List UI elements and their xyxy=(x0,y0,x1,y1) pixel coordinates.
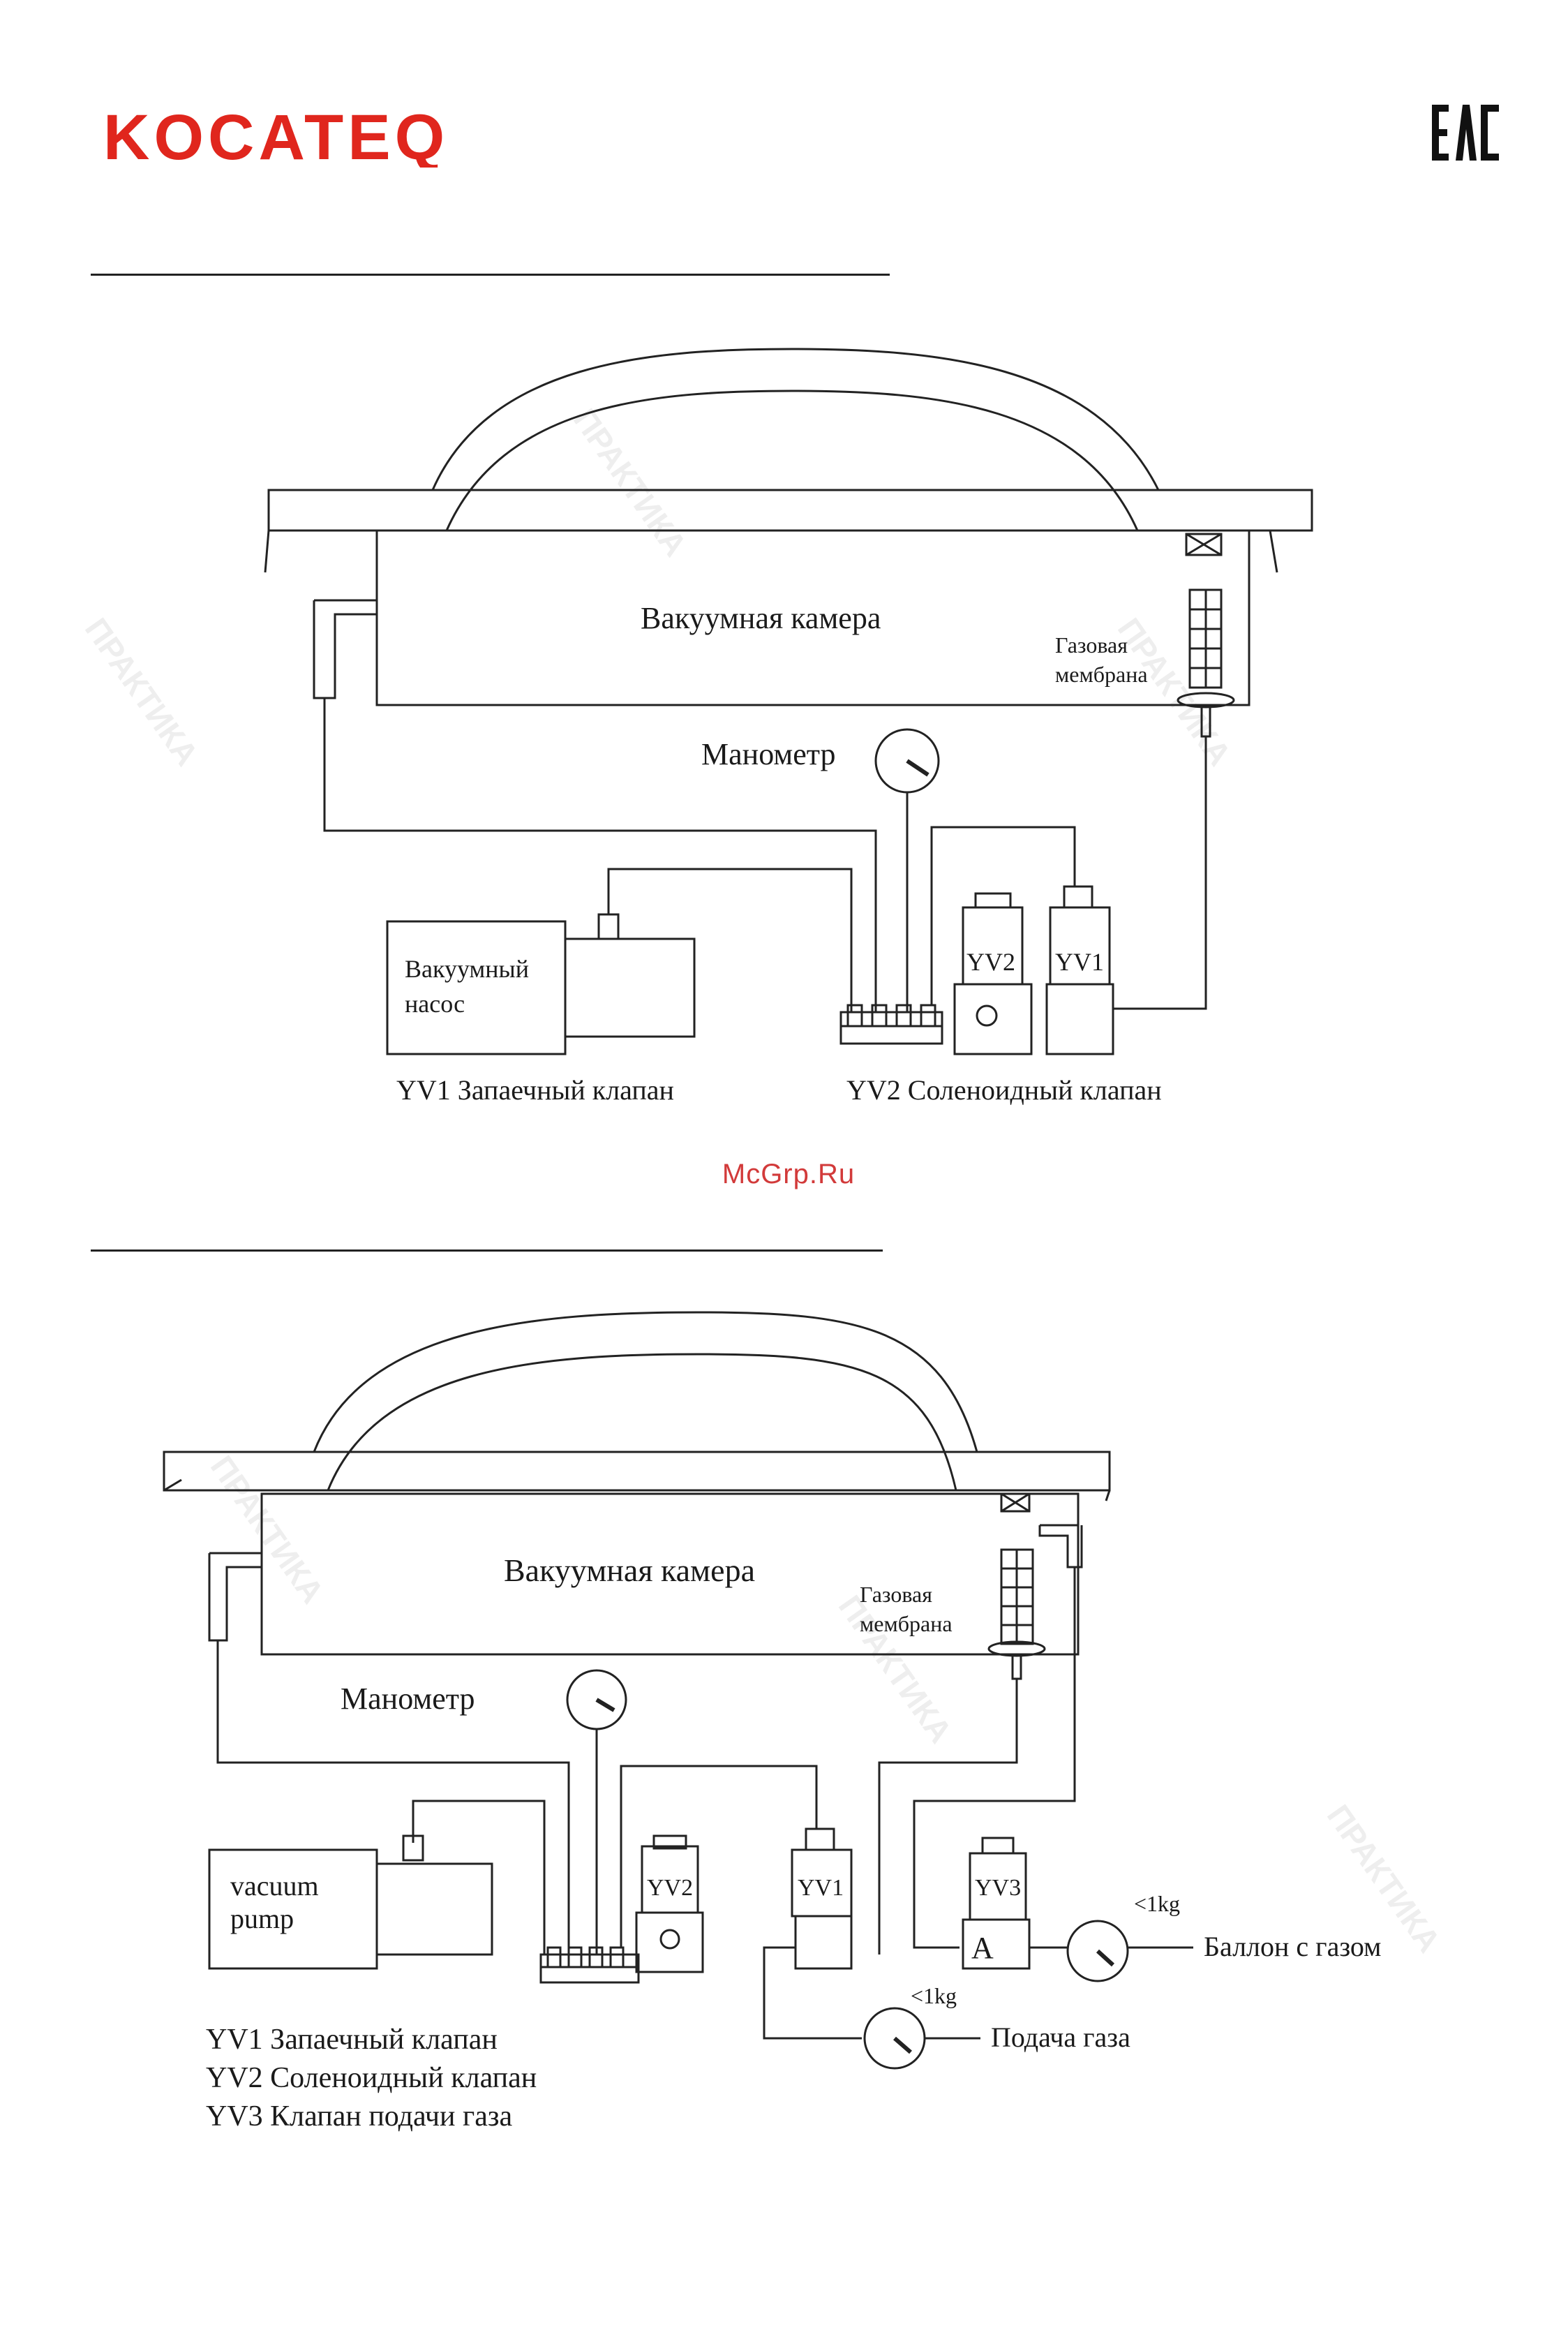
kocateq-logo: KOCATEQ xyxy=(103,105,449,168)
svg-text:ПРАКТИКА: ПРАКТИКА xyxy=(567,402,694,563)
d2-legend-line-1: YV1 Запаечный клапан xyxy=(206,2024,498,2056)
diagram2 xyxy=(163,1311,1193,2070)
d2-gas-cylinder-gauge xyxy=(1066,1920,1129,1982)
d2-manometer-label: Манометр xyxy=(341,1682,475,1716)
d1-yv2-label: YV2 xyxy=(966,948,1015,976)
svg-text:ПРАКТИКА: ПРАКТИКА xyxy=(1111,611,1239,772)
d2-dome-outer xyxy=(313,1311,978,1453)
d1-membrane-label-2: мембрана xyxy=(1055,662,1148,687)
d2-membrane-label-2: мембрана xyxy=(860,1611,953,1636)
d2-chamber-box xyxy=(260,1492,1080,1656)
diagram1 xyxy=(264,348,1313,1055)
d1-chamber-box xyxy=(375,529,1250,706)
d2-legend-line-3: YV3 Клапан подачи газа xyxy=(206,2100,512,2133)
d1-dome-outer xyxy=(431,348,1160,491)
d2-gauge-limit-cylinder: <1kg xyxy=(1134,1891,1180,1916)
d2-lid xyxy=(163,1451,1111,1492)
d1-legend-left: YV1 Запаечный клапан xyxy=(396,1074,674,1106)
svg-text:ПРАКТИКА: ПРАКТИКА xyxy=(78,611,206,772)
d2-valve-a-label: A xyxy=(971,1931,994,1965)
d1-legend-right: YV2 Соленоидный клапан xyxy=(846,1074,1162,1106)
section-rule-top xyxy=(91,274,890,276)
section-rule-middle xyxy=(91,1249,883,1252)
d1-chamber-label: Вакуумная камера xyxy=(641,601,881,635)
d2-legend-line-2: YV2 Соленоидный клапан xyxy=(206,2062,537,2094)
brand-text: KOCATEQ xyxy=(103,105,449,168)
eac-mark xyxy=(1432,105,1499,161)
svg-text:ПРАКТИКА: ПРАКТИКА xyxy=(204,1449,331,1610)
d1-dome-inner xyxy=(445,390,1139,531)
d2-gauge-limit-supply: <1kg xyxy=(911,1983,957,2008)
d2-gas-cylinder-label: Баллон с газом xyxy=(1204,1931,1381,1962)
d1-pump-label-1: Вакуумный xyxy=(405,955,529,983)
d1-membrane-label-1: Газовая xyxy=(1055,632,1128,658)
d2-dome-inner xyxy=(327,1353,957,1491)
d2-yv1-label: YV1 xyxy=(798,1875,844,1901)
d2-chamber-label: Вакуумная камера xyxy=(504,1552,755,1588)
d2-yv3-label: YV3 xyxy=(975,1875,1021,1901)
d2-yv2-label: YV2 xyxy=(647,1875,693,1901)
d1-manifold xyxy=(839,1011,943,1045)
d2-membrane-label-1: Газовая xyxy=(860,1582,932,1607)
d1-vacuum-pump-box xyxy=(386,920,567,1055)
d2-pump-label-2: pump xyxy=(230,1903,294,1934)
d1-pump-label-2: насос xyxy=(405,990,465,1018)
d1-yv1-label: YV1 xyxy=(1055,948,1104,976)
d2-pump-label-1: vacuum xyxy=(230,1870,319,1901)
d1-manometer-label: Манометр xyxy=(701,737,836,771)
site-watermark: McGrp.Ru xyxy=(722,1159,856,1189)
d2-gas-supply-label: Подача газа xyxy=(991,2022,1130,2053)
d1-lid xyxy=(267,489,1313,532)
